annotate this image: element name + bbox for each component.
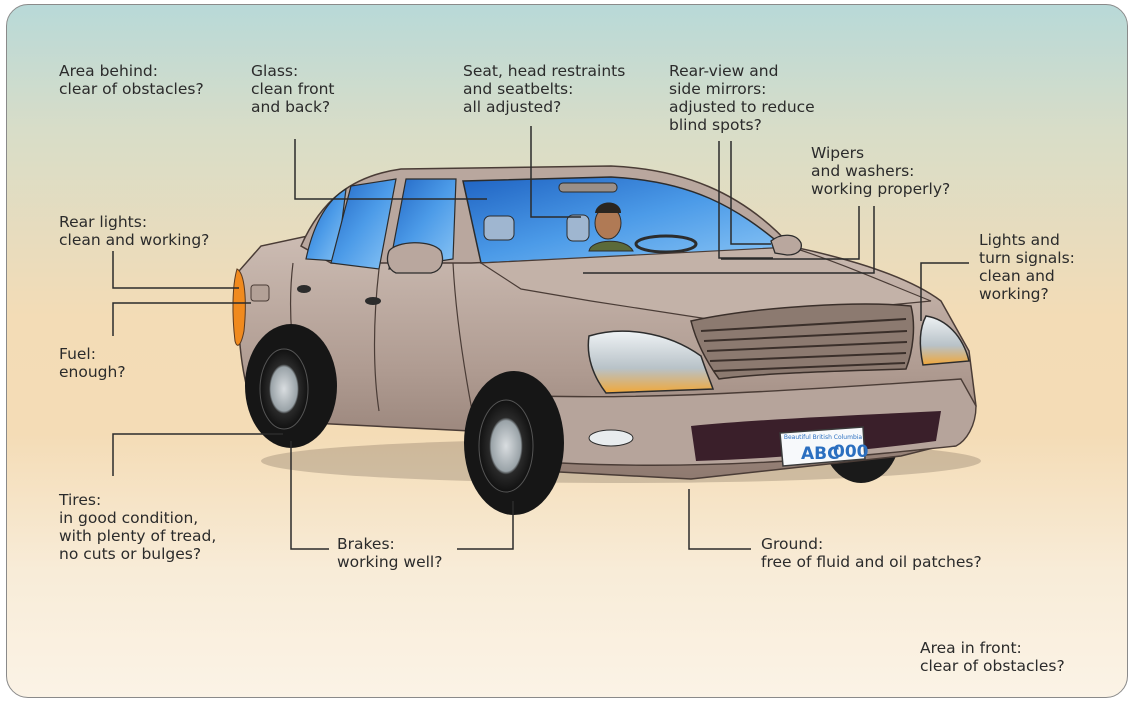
fuel-door — [251, 285, 269, 301]
side-mirror-right — [771, 235, 801, 255]
door-handle-rear — [297, 285, 311, 293]
rearview-mirror — [559, 183, 617, 192]
rear-light — [233, 269, 245, 345]
label-glass: Glass: clean front and back? — [251, 62, 335, 116]
label-rear-lights: Rear lights: clean and working? — [59, 213, 209, 249]
label-area-behind: Area behind: clear of obstacles? — [59, 62, 204, 98]
label-mirrors: Rear-view and side mirrors: adjusted to … — [669, 62, 815, 134]
label-brakes: Brakes: working well? — [337, 535, 442, 571]
diagram-frame: Beautiful British Columbia ABC 000 — [6, 4, 1128, 698]
rear-lights-leader — [113, 251, 239, 288]
label-wipers: Wipers and washers: working properly? — [811, 144, 950, 198]
label-lights-signals: Lights and turn signals: clean and worki… — [979, 231, 1075, 303]
license-plate: Beautiful British Columbia ABC 000 — [780, 427, 869, 466]
side-mirror-left — [387, 243, 442, 273]
front-wheel — [464, 371, 564, 515]
head-restraint-right — [567, 215, 589, 241]
door-handle-front — [365, 297, 381, 305]
head-restraint-left — [484, 216, 514, 240]
plate-number-right: 000 — [833, 442, 869, 462]
rear-wheel — [245, 324, 337, 448]
label-ground: Ground: free of fluid and oil patches? — [761, 535, 982, 571]
label-area-front: Area in front: clear of obstacles? — [920, 639, 1065, 675]
label-seat: Seat, head restraints and seatbelts: all… — [463, 62, 625, 116]
fuel-leader — [113, 303, 251, 336]
tires-leader — [113, 434, 283, 476]
label-tires: Tires: in good condition, with plenty of… — [59, 491, 216, 563]
svg-text:Beautiful British Columbia: Beautiful British Columbia — [784, 434, 863, 441]
ground-leader — [689, 489, 751, 549]
label-fuel: Fuel: enough? — [59, 345, 126, 381]
fog-light — [589, 430, 633, 446]
